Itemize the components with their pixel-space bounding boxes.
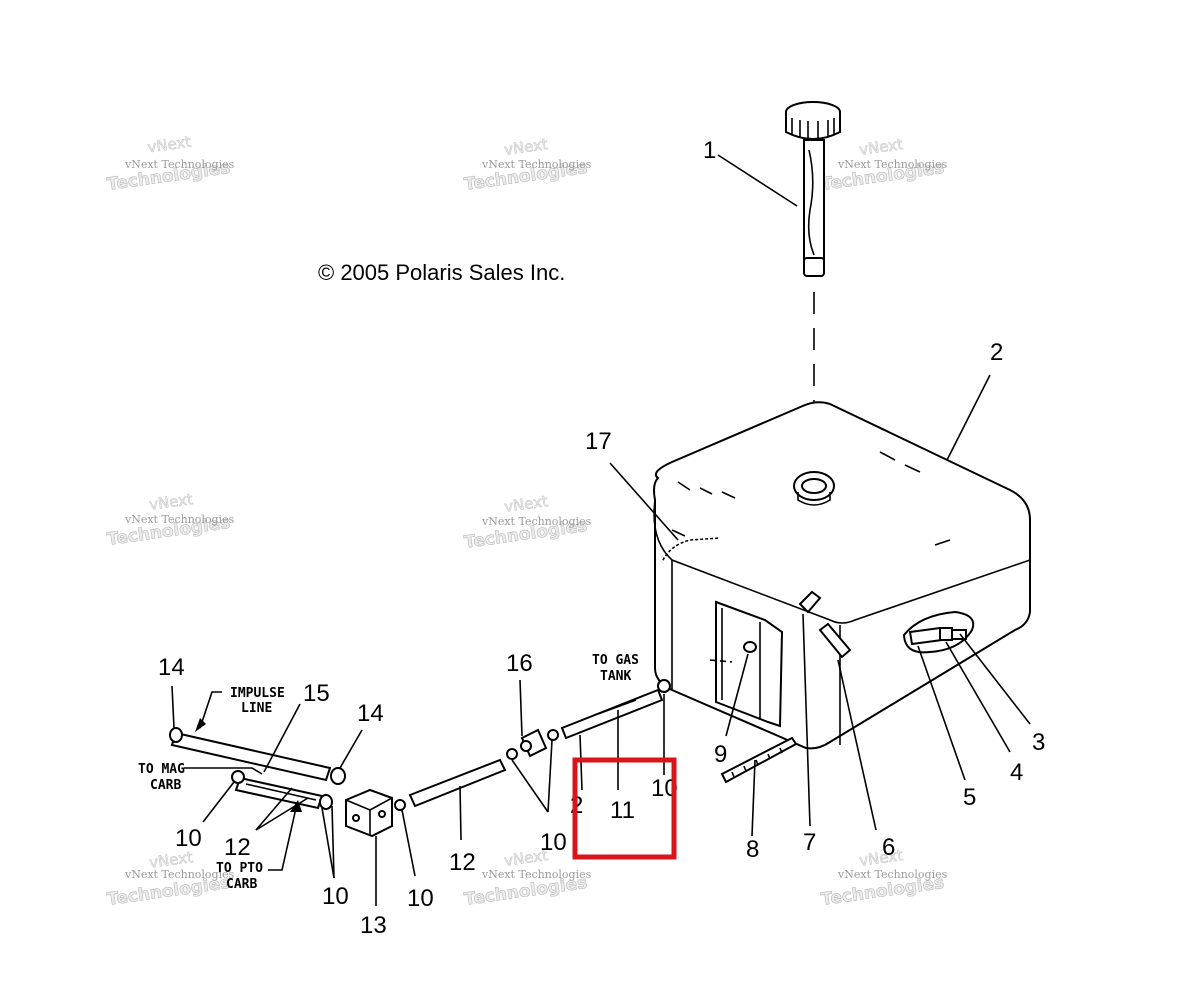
callout-8[interactable]: 8 [746,836,759,863]
callout-16[interactable]: 16 [506,650,533,677]
leader-lines [171,154,1031,906]
callout-14[interactable]: 14 [357,700,384,727]
to-gas-tank-note: TANK [600,669,631,684]
watermark-text: vNext [503,135,549,159]
callout-10[interactable]: 10 [540,829,567,856]
pump-outlet-line-part[interactable] [408,758,507,808]
to-gas-tank-note: TO GAS [592,653,639,668]
callout-numbers: 1 2 17 3 4 5 6 7 8 9 14 15 14 10 12 10 1… [158,137,1045,939]
callout-13[interactable]: 13 [360,912,387,939]
callout-12[interactable]: 12 [449,849,476,876]
watermark-text: vNext [148,490,194,514]
callout-5[interactable]: 5 [963,784,976,811]
impulse-line-note: IMPULSE [230,686,285,701]
callout-12[interactable]: 12 [224,834,251,861]
callout-3[interactable]: 3 [1032,729,1045,756]
impulse-arrow [199,691,222,729]
callout-6[interactable]: 6 [882,834,895,861]
callout-11[interactable]: 11 [610,797,635,824]
tank-vent-hose-part[interactable] [660,536,721,563]
watermark-text: vNext [146,133,192,157]
callout-2[interactable]: 2 [990,339,1003,366]
callout-10[interactable]: 10 [322,883,349,910]
highlight-box [572,757,677,860]
callout-9[interactable]: 9 [714,741,727,768]
callout-7[interactable]: 7 [803,829,816,856]
watermark-text: vNext Technologies [124,868,235,881]
watermark-text: vNext [503,492,549,516]
watermark-text: vNext [858,135,904,159]
watermark-text: vNext Technologies [124,513,235,526]
impulse-line-part[interactable] [169,727,346,785]
pto-carb-arrow [268,807,297,871]
copyright-text: © 2005 Polaris Sales Inc. [318,260,565,285]
fuel-line-part[interactable] [231,770,333,810]
watermark-text: vNext Technologies [837,158,948,171]
fuel-fitting-part[interactable] [798,590,852,659]
tank-strap-part[interactable] [720,736,798,784]
fuel-tank-part[interactable] [653,401,1031,750]
filler-neck-part[interactable] [785,101,841,277]
callout-14[interactable]: 14 [158,654,185,681]
watermark-text: vNext Technologies [481,158,592,171]
to-mag-carb-note: TO MAG [138,762,185,777]
watermark-text: vNext Technologies [124,158,235,171]
mag-carb-arrow [184,767,263,775]
callout-4[interactable]: 4 [1010,759,1023,786]
watermark-text: vNext Technologies [481,515,592,528]
to-pto-carb-note: TO PTO [216,861,263,876]
callout-17[interactable]: 17 [585,428,612,455]
to-mag-carb-note: CARB [150,778,181,793]
callout-1[interactable]: 1 [703,137,716,164]
watermark-text: vNext Technologies [481,868,592,881]
fuel-pump-part[interactable] [345,788,406,838]
to-pto-carb-note: CARB [226,877,257,892]
tee-fitting-part[interactable] [506,728,559,760]
impulse-arrow-head [195,718,206,732]
gas-tank-line-part[interactable] [560,679,671,740]
callout-15[interactable]: 15 [303,680,330,707]
impulse-line-note: LINE [241,701,272,716]
callout-10[interactable]: 10 [407,885,434,912]
outlet-fitting-part[interactable] [902,610,975,654]
callout-10[interactable]: 10 [175,825,202,852]
watermark-text: vNext Technologies [837,868,948,881]
